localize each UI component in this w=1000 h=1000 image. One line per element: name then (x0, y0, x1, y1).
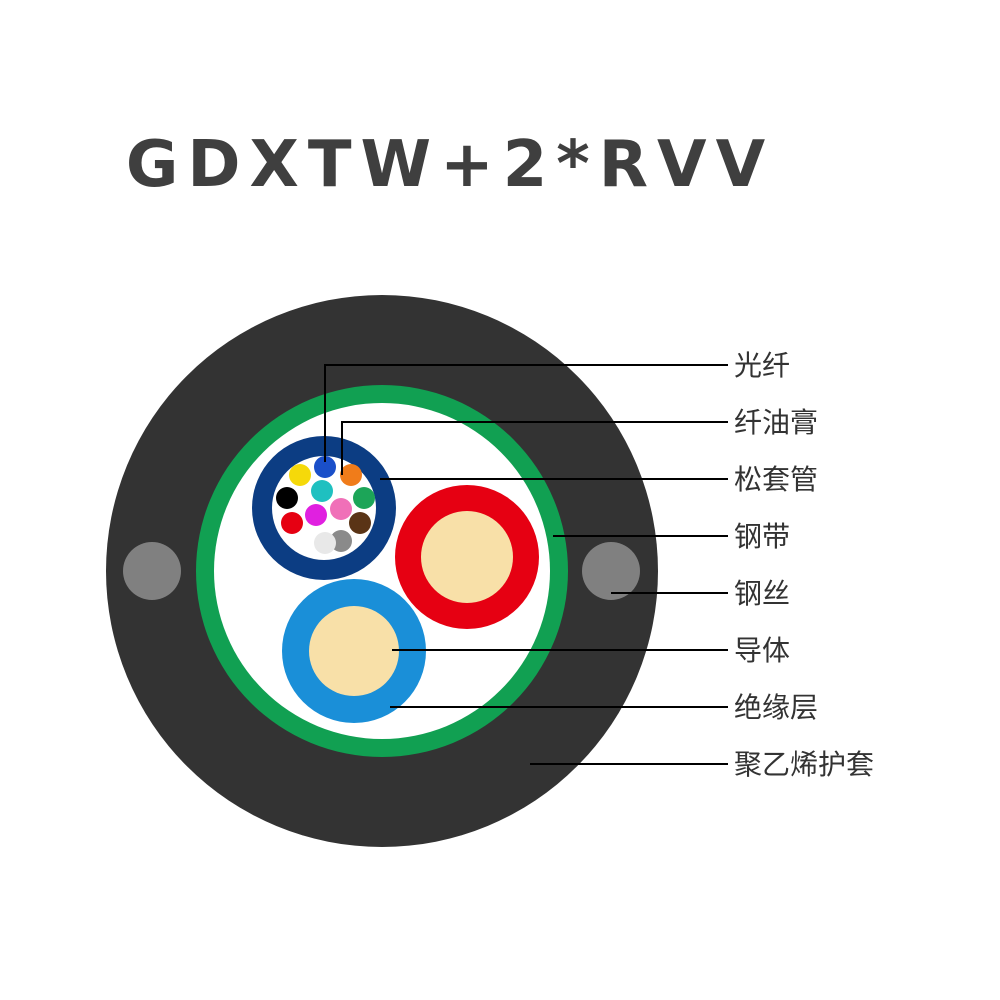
fiber-core (314, 456, 336, 478)
label-pe-jacket: 聚乙烯护套 (734, 748, 874, 781)
conductor-blue (309, 606, 399, 696)
leader-gel (341, 421, 728, 475)
fiber-core (340, 464, 362, 486)
steel-wire-right (582, 542, 640, 600)
fiber-group (276, 456, 375, 554)
fiber-core (353, 487, 375, 509)
fiber-core (349, 512, 371, 534)
fiber-core (314, 532, 336, 554)
label-insulation: 绝缘层 (734, 691, 818, 724)
fiber-core (330, 498, 352, 520)
label-conductor: 导体 (734, 634, 790, 667)
fiber-core (305, 504, 327, 526)
fiber-core (311, 480, 333, 502)
label-fiber: 光纤 (734, 349, 790, 382)
leader-fiber (324, 364, 728, 462)
diagram-title: GDXTW+2*RVV (125, 128, 775, 202)
fiber-core (276, 487, 298, 509)
steel-wire-left (123, 542, 181, 600)
label-fiber-gel: 纤油膏 (734, 406, 818, 439)
fiber-core (289, 464, 311, 486)
label-loose-tube: 松套管 (734, 463, 818, 496)
fiber-core (330, 530, 352, 552)
label-steel-tape: 钢带 (734, 520, 790, 553)
fiber-core (281, 512, 303, 534)
conductor-red (421, 511, 513, 603)
label-steel-wire: 钢丝 (734, 577, 790, 610)
